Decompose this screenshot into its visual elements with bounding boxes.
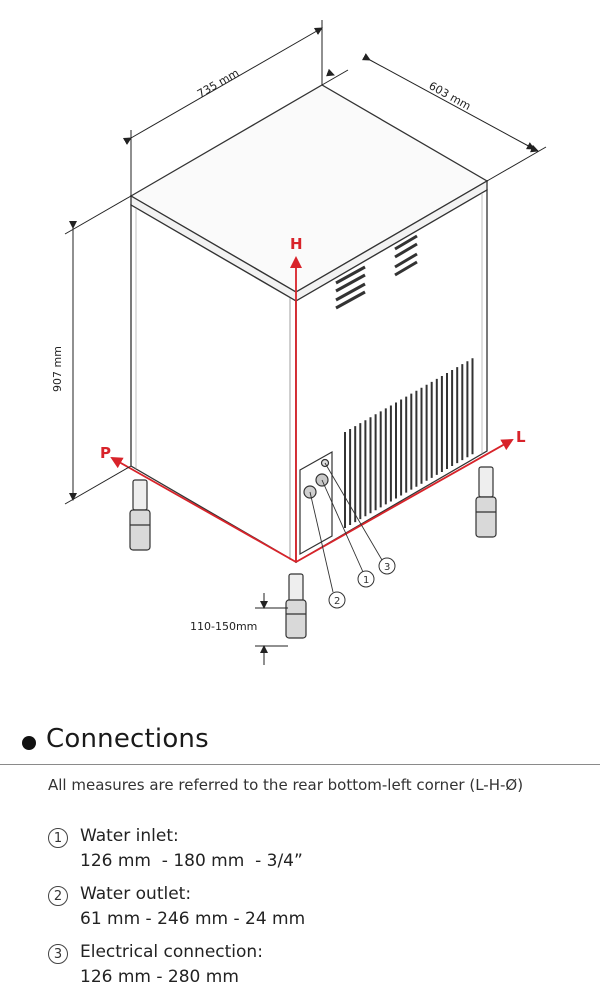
bullet-icon (22, 736, 36, 750)
top-vents (335, 234, 418, 310)
dim-depth-label: 603 mm (427, 79, 473, 113)
callout-1: 1 (357, 570, 375, 588)
section-title: Connections (46, 724, 209, 754)
svg-text:1: 1 (363, 575, 369, 586)
dimension-lines (64, 20, 547, 665)
svg-text:2: 2 (334, 596, 340, 607)
dim-width-label: 735 mm (195, 66, 241, 100)
connection-plate (299, 450, 333, 556)
axis-label-h: H (290, 235, 303, 253)
connection-values: 61 mm - 246 mm - 24 mm (80, 909, 306, 929)
dim-height-label: 907 mm (51, 346, 64, 392)
connections-header: Connections (20, 724, 600, 764)
callout-3: 3 (378, 557, 396, 575)
axis-label-l: L (516, 428, 526, 446)
machine-feet (129, 466, 497, 639)
svg-text:3: 3 (384, 562, 390, 573)
connection-title: Water outlet: (80, 884, 192, 904)
reference-note: All measures are referred to the rear bo… (48, 776, 524, 794)
callout-2: 2 (328, 591, 346, 609)
ventilation-grille (344, 358, 474, 528)
connection-number: 2 (48, 886, 68, 906)
connection-title: Electrical connection: (80, 942, 263, 962)
connection-number: 1 (48, 828, 68, 848)
foot-left (129, 479, 151, 551)
connection-number: 3 (48, 944, 68, 964)
connection-values: 126 mm - 280 mm (80, 967, 239, 987)
foot-right (475, 466, 497, 538)
dim-feet-label: 110-150mm (190, 620, 257, 633)
reference-axes (110, 256, 514, 563)
machine-diagram: H P L 735 mm 603 mm 907 mm 110-150mm 3 (51, 20, 547, 665)
foot-front (285, 573, 307, 639)
connection-title: Water inlet: (80, 826, 179, 846)
axis-label-p: P (100, 444, 111, 462)
divider (0, 764, 600, 765)
callout-leaders (309, 462, 383, 593)
connection-values: 126 mm - 180 mm - 3/4” (80, 851, 303, 871)
